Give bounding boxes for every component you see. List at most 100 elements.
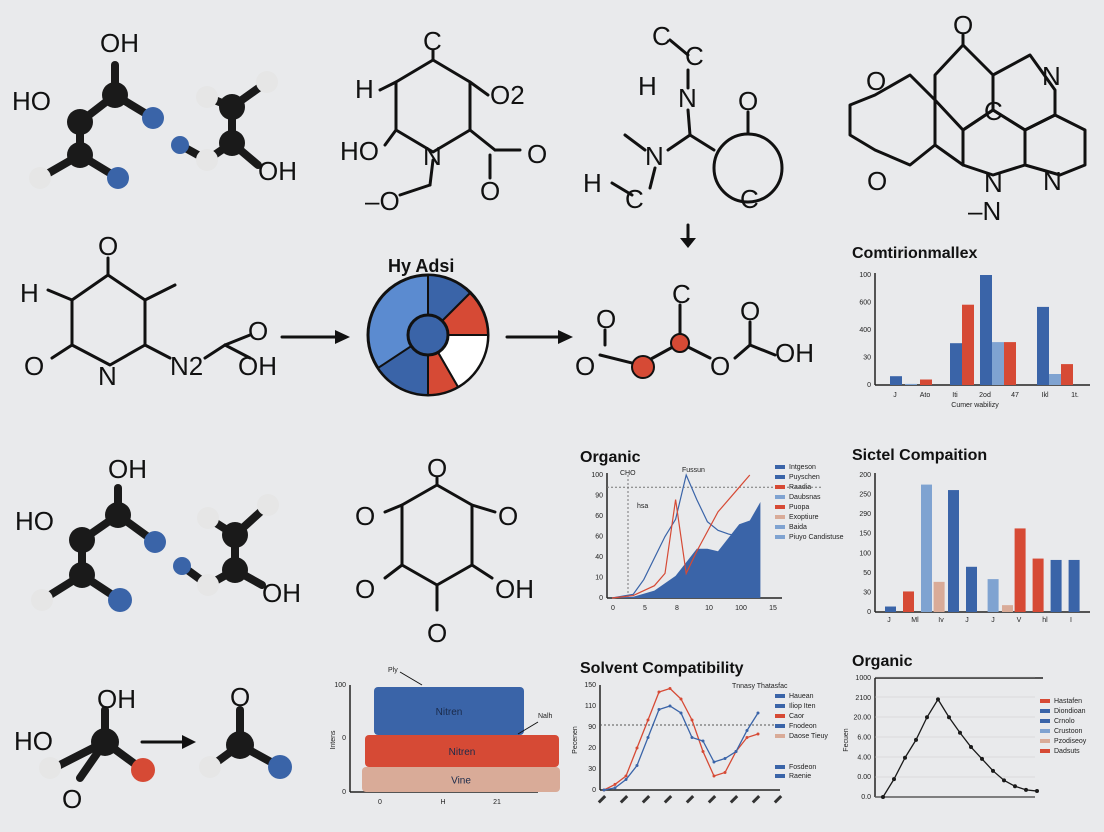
atom-label: O xyxy=(740,296,760,326)
atom-label: O xyxy=(738,86,758,116)
atom-label: O xyxy=(62,784,82,814)
legend-swatch xyxy=(775,465,785,469)
y-tick-label: 20.00 xyxy=(853,715,871,722)
y-tick-label: 60 xyxy=(595,513,603,520)
atom-label: C xyxy=(740,184,759,214)
pie-diagram: Hy Adsi xyxy=(366,256,573,397)
y-tick-label: 2100 xyxy=(855,695,871,702)
y-tick-label: 30 xyxy=(863,355,871,362)
legend-label: Daubsnas xyxy=(789,494,821,501)
y-tick-label: 150 xyxy=(584,682,596,689)
atom-label: HO xyxy=(12,86,51,116)
callout-label: Nalh xyxy=(538,713,553,720)
annotation: hsa xyxy=(637,503,648,510)
bar xyxy=(1037,306,1049,385)
line-series xyxy=(611,474,751,599)
legend-swatch xyxy=(775,724,785,728)
x-tick-label: Iti xyxy=(952,392,958,399)
ball-stick-molecule-7: OH HO OH xyxy=(15,454,301,612)
atom-label: N2 xyxy=(170,351,203,381)
atom-label: N xyxy=(678,83,697,113)
x-tick-label: Ato xyxy=(920,392,931,399)
data-point xyxy=(958,730,962,735)
data-point xyxy=(734,750,738,753)
line-series xyxy=(603,705,759,791)
legend-swatch xyxy=(775,475,785,479)
data-point xyxy=(903,755,907,760)
x-tick-mark xyxy=(729,795,739,804)
line-series xyxy=(611,473,740,599)
y-tick-label: 0 xyxy=(867,382,871,389)
x-tick-label: 10 xyxy=(705,605,713,612)
bar xyxy=(920,379,932,385)
legend-swatch xyxy=(775,734,785,738)
y-tick-label: 90 xyxy=(595,493,603,500)
legend-swatch xyxy=(775,714,785,718)
bar xyxy=(903,591,914,612)
y-tick-label: 100 xyxy=(859,550,871,557)
x-tick-mark xyxy=(773,795,783,804)
bar xyxy=(948,490,959,612)
atom-label: OH xyxy=(97,684,136,714)
legend-label: Puyschen xyxy=(789,474,820,481)
stack-layer-label: Nitren xyxy=(436,707,463,718)
callout-line xyxy=(517,721,539,735)
atom-label: OH xyxy=(108,454,147,484)
x-tick-label: 1t. xyxy=(1071,392,1079,399)
callout-label: Ply xyxy=(388,667,398,674)
stack-layer xyxy=(374,687,524,735)
atom-label: O xyxy=(867,166,887,196)
bar xyxy=(1049,374,1061,385)
bar xyxy=(980,275,992,385)
y-tick-label: 0 xyxy=(867,609,871,616)
data-point xyxy=(679,711,683,715)
y-tick-label: 100 xyxy=(591,472,603,479)
legend-label: Raenie xyxy=(789,773,811,780)
stack-layer-label: Nitren xyxy=(449,747,476,758)
x-axis-label: Cumer wabilizy xyxy=(951,402,999,409)
lactam-molecule-5: O H O N N2 O OH xyxy=(20,231,350,391)
legend-label: Fosdeon xyxy=(789,764,816,771)
legend-label: Dadsuts xyxy=(1054,748,1080,755)
atom-label: OH xyxy=(100,28,139,58)
x-tick-label: 21 xyxy=(493,799,501,806)
legend-swatch xyxy=(775,495,785,499)
y-tick-label: 0 xyxy=(342,789,346,796)
atom-label: OH xyxy=(238,351,277,381)
y-tick-label: 150 xyxy=(859,531,871,538)
legend-label: Raadia xyxy=(789,484,811,491)
atom-label: OH xyxy=(262,578,301,608)
data-point xyxy=(624,778,628,781)
x-tick-mark xyxy=(751,795,761,804)
atom-label: OH xyxy=(495,574,534,604)
atom-label: HO xyxy=(340,136,379,166)
data-point xyxy=(1002,778,1006,783)
legend-title: Tnnasy Thatasfac xyxy=(732,683,788,690)
data-point xyxy=(657,708,661,711)
atom-label: –O xyxy=(365,186,400,216)
callout-line xyxy=(399,671,423,686)
atom-label: OH xyxy=(258,156,297,186)
x-tick-mark xyxy=(597,795,607,804)
x-tick-label: 8 xyxy=(675,605,679,612)
legend-label: Puopa xyxy=(789,504,809,511)
atom-label: N xyxy=(645,141,664,171)
fused-ring-molecule-4: O N O C O N N –N xyxy=(848,10,1087,226)
y-tick-label: 40 xyxy=(595,554,603,561)
y-tick-label: 6.00 xyxy=(857,735,871,742)
data-point xyxy=(690,718,694,722)
legend-label: Hastafen xyxy=(1054,698,1082,705)
line-series xyxy=(882,698,1038,798)
data-point xyxy=(635,746,639,750)
x-tick-label: 2od xyxy=(979,392,991,399)
data-point xyxy=(925,715,929,720)
atom-label: HO xyxy=(14,726,53,756)
data-point xyxy=(1024,787,1028,792)
data-point xyxy=(690,736,694,739)
x-tick-label: J xyxy=(965,617,969,624)
legend-swatch xyxy=(1040,709,1050,713)
data-point xyxy=(947,715,951,720)
atom-label: O xyxy=(498,501,518,531)
x-tick-label: 0 xyxy=(611,605,615,612)
y-axis-label: Fecuen xyxy=(843,728,850,751)
